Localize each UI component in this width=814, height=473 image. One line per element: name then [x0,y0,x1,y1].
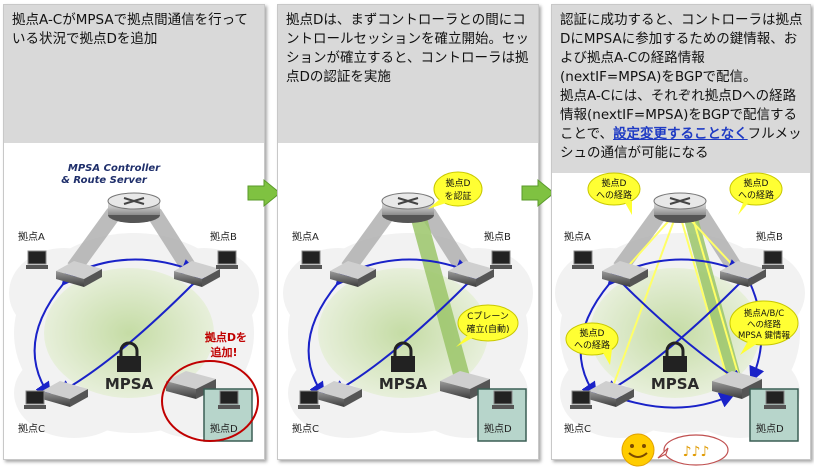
site-c-label: 拠点C [564,422,591,435]
panel-2-diagram: 拠点A 拠点B 拠点C 拠点D MPSA 拠点D を認証 Cプレーン 確立(自動… [283,171,533,442]
panel-3-caption-p1: 認証に成功すると、コントローラは拠点DにMPSAに参加するための鍵情報、および拠… [560,12,803,85]
edge-device-c [588,381,634,407]
panel-3-caption-p2-b: フルメッシュの通信が可能になる [560,126,802,161]
site-d-label: 拠点D [484,422,512,435]
controller-router-icon [381,192,435,223]
edge-device-a [56,261,102,287]
panel-2: 拠点Dは、まずコントローラとの間にコントロールセッションを確立開始。セッションが… [277,4,539,460]
bubble-cplane: Cプレーン 確立(自動) [456,304,519,347]
panel-1-diagram: MPSA Controller & Route Server [9,163,259,442]
controller-router-icon [107,192,161,223]
controller-label-2: & Route Server [61,175,148,186]
pc-icon-d [764,390,786,409]
control-links [67,208,196,273]
bubble-tr-line-2: への経路 [738,189,774,201]
control-links [613,208,742,273]
site-a-label: 拠点A [564,230,591,243]
bubble-auth-line-1: 拠点D [446,177,471,189]
bubble-tr-line-1: 拠点D [744,177,769,189]
pc-icon-a [26,250,48,269]
bubble-auth-line-2: を認証 [444,190,471,202]
bubble-authenticate: 拠点D を認証 [428,171,483,209]
edge-device-c [316,381,362,407]
site-d-label: 拠点D [756,422,784,435]
bubble-r-line-3: MPSA 鍵情報 [738,330,791,341]
mpsa-cloud-label: MPSA [379,375,428,393]
panel-3-diagram: 拠点A 拠点B 拠点C 拠点D MPSA 拠点D への経路 拠点D への経路 拠… [555,172,805,442]
music-notes-text: ♪♪♪ [683,444,710,460]
mpsa-cloud-label: MPSA [651,375,700,393]
bubble-cplane-line-1: Cプレーン [467,311,509,322]
pc-icon-b [762,250,784,269]
new-site-highlight [161,360,259,442]
panel-1-caption: 拠点A-CがMPSAで拠点間通信を行っている状況で拠点Dを追加 [12,12,248,47]
pc-icon-c [298,390,320,409]
pc-icon-a [572,250,594,269]
bubble-tl-line-1: 拠点D [602,177,627,189]
lock-icon [391,341,415,372]
controller-router-icon [653,192,707,223]
site-c-label: 拠点C [18,422,45,435]
lock-icon [117,341,141,372]
edge-device-b [720,261,766,287]
pc-icon-c [570,390,592,409]
panel-3-header: 認証に成功すると、コントローラは拠点DにMPSAに参加するための鍵情報、および拠… [552,5,810,173]
panel-3-caption-highlight: 設定変更することなく [613,126,748,142]
panel-2-caption: 拠点Dは、まずコントローラとの間にコントロールセッションを確立開始。セッションが… [286,12,529,85]
callout-add-line-2: 追加! [210,345,237,359]
bubble-route-left: 拠点D への経路 [565,322,619,365]
panel-2-header: 拠点Dは、まずコントローラとの間にコントロールセッションを確立開始。セッションが… [278,5,538,143]
edge-device-a [330,261,376,287]
speech-bubble-music: ♪♪♪ [657,434,729,466]
site-d-label: 拠点D [210,422,238,435]
pc-icon-b [490,250,512,269]
panel-3-caption-p2-a: 拠点A-Cには、それぞれ拠点Dへの経路情報(nextIF=MPSA)をBGPで配… [560,88,797,142]
edge-device-a [602,261,648,287]
panel-1: 拠点A-CがMPSAで拠点間通信を行っている状況で拠点Dを追加 [3,4,265,460]
happy-face-group: ♪♪♪ [621,433,729,467]
panel-3: 認証に成功すると、コントローラは拠点DにMPSAに参加するための鍵情報、および拠… [551,4,811,460]
step-arrow-2 [521,178,555,208]
site-a-label: 拠点A [18,230,45,243]
panel-3-caption-p2: 拠点A-Cには、それぞれ拠点Dへの経路情報(nextIF=MPSA)をBGPで配… [560,87,804,163]
site-c-label: 拠点C [292,422,319,435]
bubble-route-right: 拠点A/B/C への経路 MPSA 鍵情報 [729,300,799,355]
step-arrow-1 [247,178,281,208]
callout-add-line-1: 拠点Dを [205,330,247,344]
bubble-tl-line-2: への経路 [596,189,632,201]
edge-device-c [42,381,88,407]
bubble-r-line-1: 拠点A/B/C [744,308,784,319]
bubble-route-top-left: 拠点D への経路 [587,172,641,215]
lock-icon [663,341,687,372]
site-a-label: 拠点A [292,230,319,243]
bubble-cplane-line-2: 確立(自動) [466,323,509,335]
panel-1-header: 拠点A-CがMPSAで拠点間通信を行っている状況で拠点Dを追加 [4,5,264,143]
edge-device-b [174,261,220,287]
edge-device-b [448,261,494,287]
site-b-label: 拠点B [484,230,511,243]
pc-icon-d [218,390,240,409]
controller-label-1: MPSA Controller [68,163,161,174]
pc-icon-c [24,390,46,409]
bubble-route-top-right: 拠点D への経路 [729,172,783,215]
site-b-label: 拠点B [210,230,237,243]
site-b-label: 拠点B [756,230,783,243]
pc-icon-a [300,250,322,269]
smiley-face-icon [621,433,655,467]
pc-icon-b [216,250,238,269]
control-links [341,208,470,273]
bubble-l-line-2: への経路 [574,339,610,351]
bubble-r-line-2: への経路 [747,319,782,330]
pc-icon-d [492,390,514,409]
panel-3-caption: 認証に成功すると、コントローラは拠点DにMPSAに参加するための鍵情報、および拠… [560,11,804,163]
mpsa-cloud-label: MPSA [105,375,154,393]
bubble-l-line-1: 拠点D [580,327,605,339]
